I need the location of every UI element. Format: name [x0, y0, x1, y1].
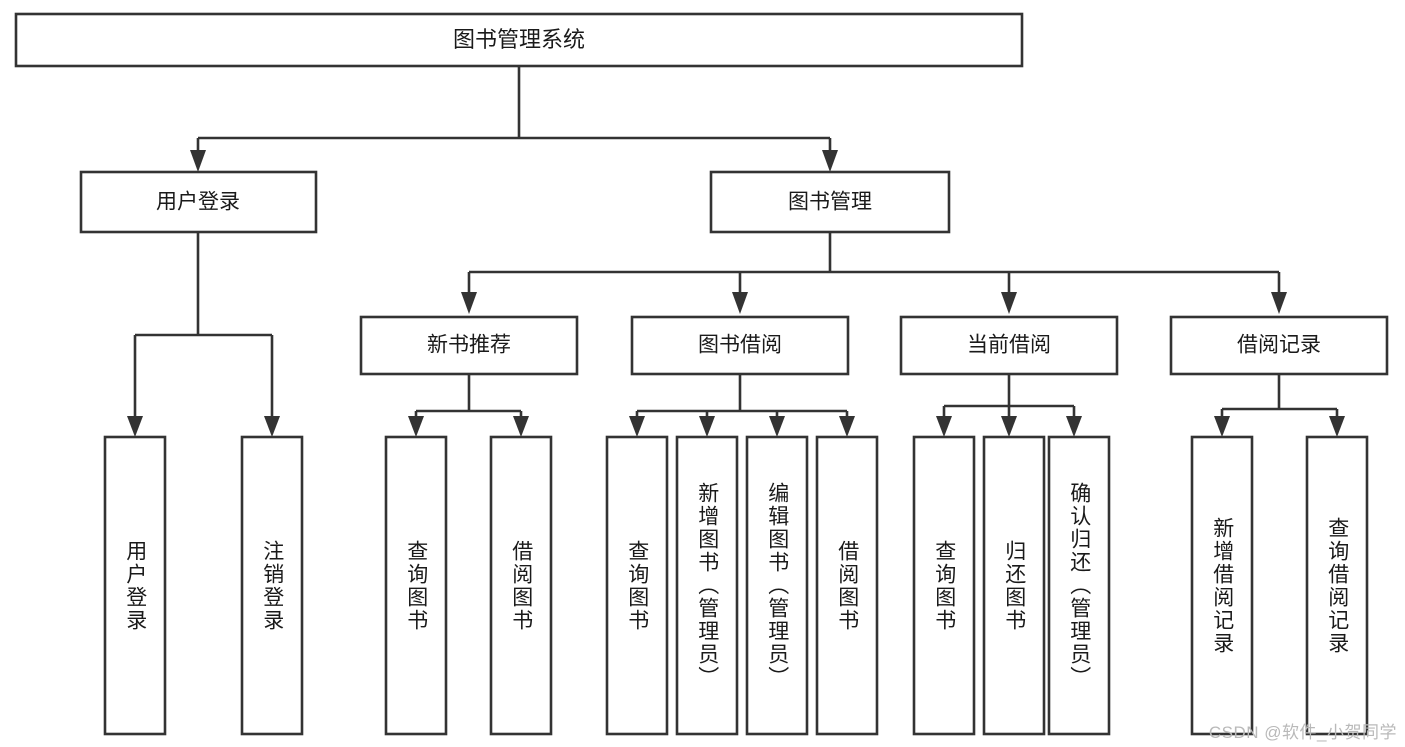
- node-new-book-recommend-label: 新书推荐: [427, 334, 511, 357]
- node-book-borrow-label: 图书借阅: [698, 334, 782, 357]
- leaf-box-logout[interactable]: [240, 435, 304, 736]
- leaf-box-user-login[interactable]: [103, 435, 167, 736]
- arrowhead-group4-3: [1066, 416, 1082, 437]
- arrowhead-group3-1: [629, 416, 645, 437]
- arrowhead-level2-1: [190, 150, 206, 172]
- leaf-box-query-book-3[interactable]: [912, 435, 976, 736]
- node-current-borrow-label: 当前借阅: [967, 334, 1051, 357]
- node-user-login-label: 用户登录: [156, 191, 240, 214]
- arrowhead-group3-4: [839, 416, 855, 437]
- leaf-box-query-book-2[interactable]: [605, 435, 669, 736]
- node-book-management-label: 图书管理: [788, 191, 872, 214]
- node-root-label: 图书管理系统: [453, 27, 585, 52]
- node-book-management-box[interactable]: [709, 170, 951, 234]
- leaf-box-confirm-return-admin[interactable]: [1047, 435, 1111, 736]
- arrowhead-level3-1: [461, 292, 477, 314]
- arrowhead-group2-2: [513, 416, 529, 437]
- arrowhead-group1-1: [127, 416, 143, 437]
- leaf-box-return-book[interactable]: [982, 435, 1046, 736]
- leaf-box-add-book-admin[interactable]: [675, 435, 739, 736]
- node-book-borrow-box[interactable]: [630, 315, 850, 376]
- leaf-box-query-book-1[interactable]: [384, 435, 448, 736]
- node-borrow-record-label: 借阅记录: [1237, 334, 1321, 357]
- leaf-box-borrow-book-2[interactable]: [815, 435, 879, 736]
- arrowhead-group5-2: [1329, 416, 1345, 437]
- node-new-book-recommend-box[interactable]: [359, 315, 579, 376]
- arrowhead-level2-2: [822, 150, 838, 172]
- arrowhead-level3-3: [1001, 292, 1017, 314]
- node-root-box[interactable]: [14, 12, 1024, 68]
- arrowhead-level3-4: [1271, 292, 1287, 314]
- arrowhead-group4-1: [936, 416, 952, 437]
- leaf-box-borrow-book-1[interactable]: [489, 435, 553, 736]
- arrowhead-group3-3: [769, 416, 785, 437]
- leaf-box-query-borrow-record[interactable]: [1305, 435, 1369, 736]
- arrowhead-group3-2: [699, 416, 715, 437]
- node-borrow-record-box[interactable]: [1169, 315, 1389, 376]
- leaf-box-add-borrow-record[interactable]: [1190, 435, 1254, 736]
- arrowhead-group4-2: [1001, 416, 1017, 437]
- arrowhead-level3-2: [732, 292, 748, 314]
- arrowhead-group5-1: [1214, 416, 1230, 437]
- csdn-watermark: CSDN @软件_小贺同学: [1208, 723, 1397, 742]
- leaf-box-edit-book-admin[interactable]: [745, 435, 809, 736]
- node-current-borrow-box[interactable]: [899, 315, 1119, 376]
- arrowhead-group2-1: [408, 416, 424, 437]
- arrowhead-group1-2: [264, 416, 280, 437]
